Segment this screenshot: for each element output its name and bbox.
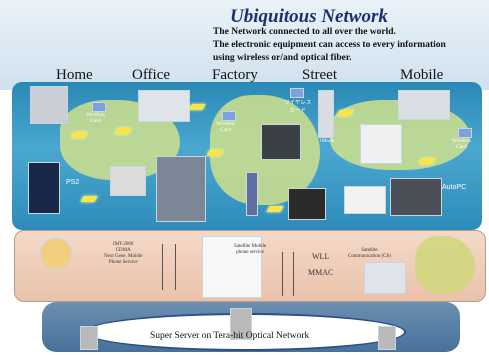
camcorder-icon [288,188,326,220]
bicycle-icon [344,186,386,214]
mmac-label: MMAC [308,268,334,277]
wireless-card-label-factory: Wireless Card [216,121,236,133]
wireless-card-label-street: ワイヤレス カード [284,100,312,114]
satellite-icon [202,236,262,298]
diagram-title: Ubiquitous Network [230,6,388,27]
mobile-phone-icon [318,90,334,138]
header-background [0,0,489,90]
factory-machine-icon [156,156,206,222]
subtitle-line-3: using wireless or/and optical fiber. [213,53,352,63]
category-factory: Factory [212,67,258,83]
notebook-pc-icon [261,124,301,160]
imode-label: iMode [320,138,335,144]
wireless-card-icon [290,88,304,98]
server-icon [80,326,98,350]
wireless-card-icon [458,128,472,138]
category-street: Street [302,67,337,83]
wireless-card-icon [92,102,106,112]
satellite-mobile-label: Satellite Mobile phone service [234,244,267,255]
satellite-comm-label: Satellite Communication (CS) [348,248,391,259]
satellite-icon [364,262,406,294]
wireless-card-label-mobile: Wireless Card [452,138,472,150]
imt2000-label: IMT-2000 CDMA Next Gene. Mobile Phone Se… [104,242,143,265]
motorcycle-icon [360,124,402,164]
autopc-label: AutoPC [442,184,467,191]
super-server-label: Super Server on Tera-bit Optical Network [150,331,310,341]
category-home: Home [56,67,93,83]
server-icon [378,326,396,350]
car-icon [398,90,450,120]
ps2-label: PS2 [66,179,80,186]
wireless-card-icon [222,111,236,121]
antenna-tower-icon [162,244,176,290]
autopc-device-icon [390,178,442,216]
subtitle-line-1: The Network connected to all over the wo… [213,27,396,37]
printer-icon [110,166,146,196]
category-mobile: Mobile [400,67,444,83]
desktop-pc-icon [138,90,190,122]
continent-shape [415,236,475,294]
antenna-tower-icon [282,252,294,296]
handheld-device-icon [246,172,258,216]
server-icon [230,308,252,340]
subtitle-line-2: The electronic equipment can access to e… [213,40,446,50]
laptop-icon [30,86,68,124]
sun-icon [40,238,72,270]
wireless-card-label-home: Wireless Card [86,112,106,124]
category-office: Office [132,67,171,83]
ps2-console-icon [28,162,60,214]
wll-label: WLL [312,252,330,261]
